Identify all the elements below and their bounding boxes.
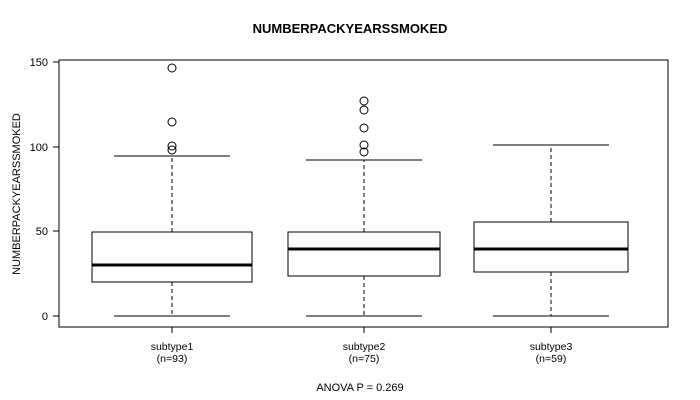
x-sublabel-subtype2: (n=75): [349, 353, 380, 365]
x-axis: [171, 327, 552, 333]
x-sublabel-subtype1: (n=93): [157, 353, 188, 365]
box-subtype1: [91, 231, 253, 283]
outlier-point: [359, 123, 369, 133]
outlier-point: [359, 140, 369, 150]
box-group-subtype2: [287, 96, 441, 317]
y-tick-label-100: 100: [30, 142, 48, 154]
x-sublabel-subtype3: (n=59): [536, 353, 567, 365]
outlier-point: [167, 141, 177, 151]
y-tick-label-150: 150: [30, 57, 48, 69]
x-label-subtype3: subtype3: [530, 341, 573, 353]
chart-title: NUMBERPACKYEARSSMOKED: [253, 21, 448, 36]
outlier-point: [167, 145, 177, 155]
box-subtype3: [473, 221, 629, 273]
box-subtype2: [287, 231, 441, 277]
outlier-point: [167, 117, 177, 127]
y-axis: 150 100 50 0: [30, 57, 60, 327]
outlier-point: [359, 96, 369, 106]
outlier-point: [359, 147, 369, 157]
y-axis-label: NUMBERPACKYEARSSMOKED: [11, 113, 23, 275]
x-label-subtype2: subtype2: [343, 341, 386, 353]
box-group-subtype3: [473, 144, 629, 317]
anova-caption: ANOVA P = 0.269: [316, 382, 403, 394]
outlier-point: [359, 105, 369, 115]
x-label-subtype1: subtype1: [151, 341, 194, 353]
y-tick-label-0: 0: [42, 311, 48, 323]
outlier-point: [167, 63, 177, 73]
x-axis-category-labels: subtype1 (n=93) subtype2 (n=75) subtype3…: [151, 341, 573, 365]
y-tick-label-50: 50: [36, 226, 48, 238]
box-group-subtype1: [91, 63, 253, 317]
